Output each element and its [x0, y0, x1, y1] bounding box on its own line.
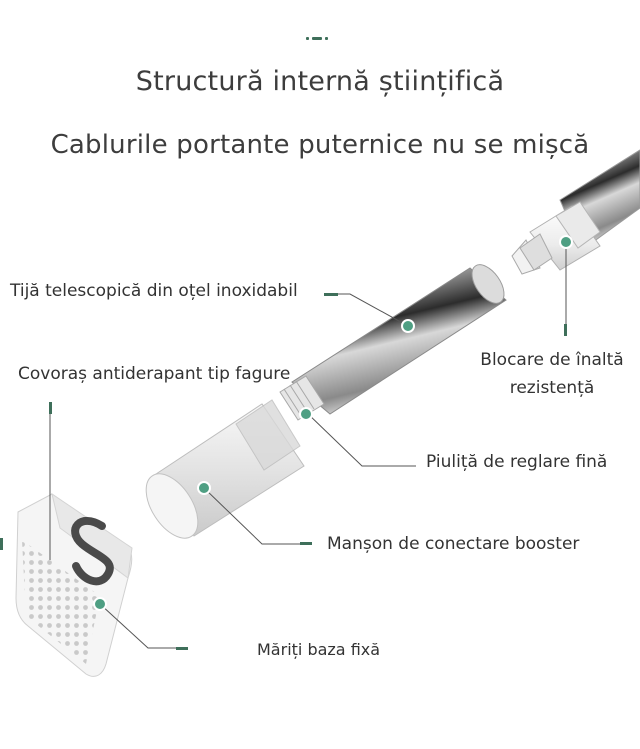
booster-sleeve	[145, 399, 305, 539]
label-telescopic-rod: Tijă telescopică din oțel inoxidabil	[10, 281, 298, 301]
leader-end-marks	[0, 293, 567, 650]
label-height-lock: Blocare de înaltă rezistență	[480, 350, 624, 398]
label-fixed-base: Măriți baza fixă	[257, 640, 381, 659]
label-fine-nut: Piuliță de reglare fină	[426, 452, 608, 472]
dot-height-lock	[559, 235, 573, 249]
fixed-base	[15, 492, 133, 677]
fine-adjust-nut	[279, 375, 325, 421]
s-hook	[71, 517, 114, 586]
dot-booster-sleeve	[197, 481, 211, 495]
label-booster-sleeve: Manșon de conectare booster	[327, 534, 580, 554]
dot-telescopic-rod	[401, 319, 415, 333]
label-honeycomb-mat: Covoraș antiderapant tip fagure	[18, 364, 291, 384]
page-title: Structură internă științifică	[135, 66, 505, 97]
callout-dots	[93, 235, 573, 611]
page-subtitle: Cablurile portante puternice nu se mișcă	[50, 130, 590, 160]
lower-steel-tube	[291, 264, 507, 415]
dot-fixed-base	[93, 597, 107, 611]
header-decoration	[306, 37, 328, 41]
leader-lines	[49, 242, 567, 649]
dot-fine-nut	[299, 407, 313, 421]
height-lock-cap	[511, 201, 601, 275]
